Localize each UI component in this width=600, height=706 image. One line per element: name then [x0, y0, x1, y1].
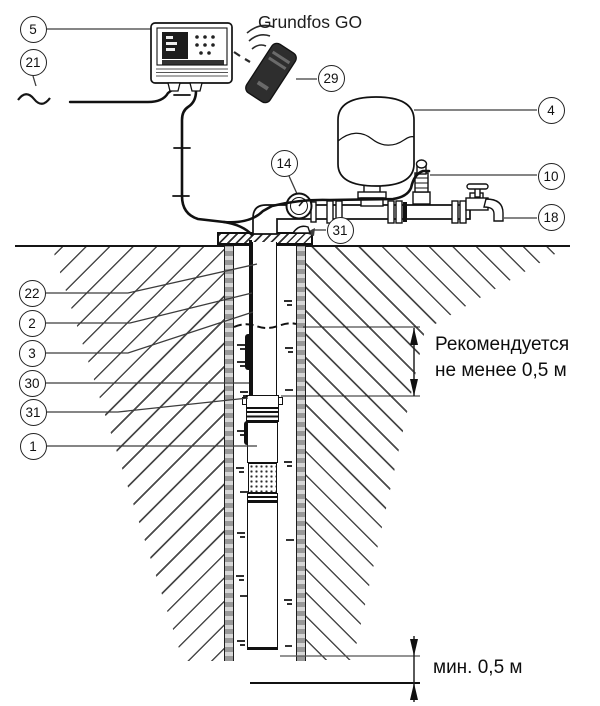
- pump-check-valve: [246, 395, 279, 408]
- control-box: [150, 22, 233, 92]
- ground-hatch-left: [52, 247, 233, 661]
- callout-2: 2: [18, 309, 46, 337]
- callout-31: 31: [19, 398, 47, 426]
- control-cable-down: [180, 89, 254, 237]
- cable-ties: [172, 94, 191, 197]
- cable-guard-upper: [245, 334, 252, 370]
- cables: [68, 88, 431, 237]
- sensor-cable: [222, 169, 431, 224]
- recommended-depth-note: Рекомендуется не менее 0,5 м: [435, 332, 569, 384]
- callout-31-top: 31: [326, 216, 354, 244]
- callout-21: 21: [19, 48, 47, 76]
- smartphone: [245, 42, 297, 104]
- borehole-casing-left-wall: [224, 246, 234, 661]
- ground-hatch-right: [305, 247, 567, 660]
- power-cable: [68, 88, 174, 104]
- control-box-display: [162, 32, 188, 59]
- callout-14: 14: [270, 149, 298, 177]
- pipe-clamp: [403, 202, 407, 222]
- callout-18: 18: [537, 203, 565, 231]
- pump-lug-right: [278, 397, 283, 405]
- callout-4: 4: [537, 96, 565, 124]
- pump-motor: [247, 502, 278, 650]
- callout-10: 10: [537, 162, 565, 190]
- callout-5: 5: [19, 15, 47, 43]
- grundfos-go-label: Grundfos GO: [258, 12, 363, 32]
- pressure-gauge-icon: [285, 192, 313, 220]
- recommended-depth-line1: Рекомендуется: [435, 334, 570, 355]
- pump-lug-left: [242, 397, 247, 405]
- callout-22: 22: [18, 279, 46, 307]
- pump-suction-strainer: [248, 463, 277, 493]
- callout-30: 30: [18, 369, 46, 397]
- tank-membrane-line: [337, 132, 415, 146]
- pressure-sensor: [412, 159, 431, 205]
- drop-cable: [249, 240, 252, 397]
- callout-3: 3: [18, 339, 46, 367]
- callout-29: 29: [317, 64, 345, 92]
- tap-icon: [465, 183, 504, 222]
- borehole-casing-right-wall: [296, 246, 306, 661]
- control-box-buttons: [195, 35, 215, 55]
- callout-1: 1: [19, 432, 47, 460]
- min-bottom-clearance-note: мин. 0,5 м: [433, 657, 523, 678]
- discharge-pipe: [252, 204, 471, 235]
- pressure-tank: [337, 96, 415, 207]
- recommended-depth-line2: не менее 0,5 м: [435, 360, 567, 381]
- pump-body: [247, 422, 278, 463]
- pump-motor-joint: [247, 493, 278, 502]
- ac-supply-icon: [17, 93, 51, 105]
- pump-interconnector: [246, 408, 279, 422]
- riser-pipe: [252, 242, 277, 397]
